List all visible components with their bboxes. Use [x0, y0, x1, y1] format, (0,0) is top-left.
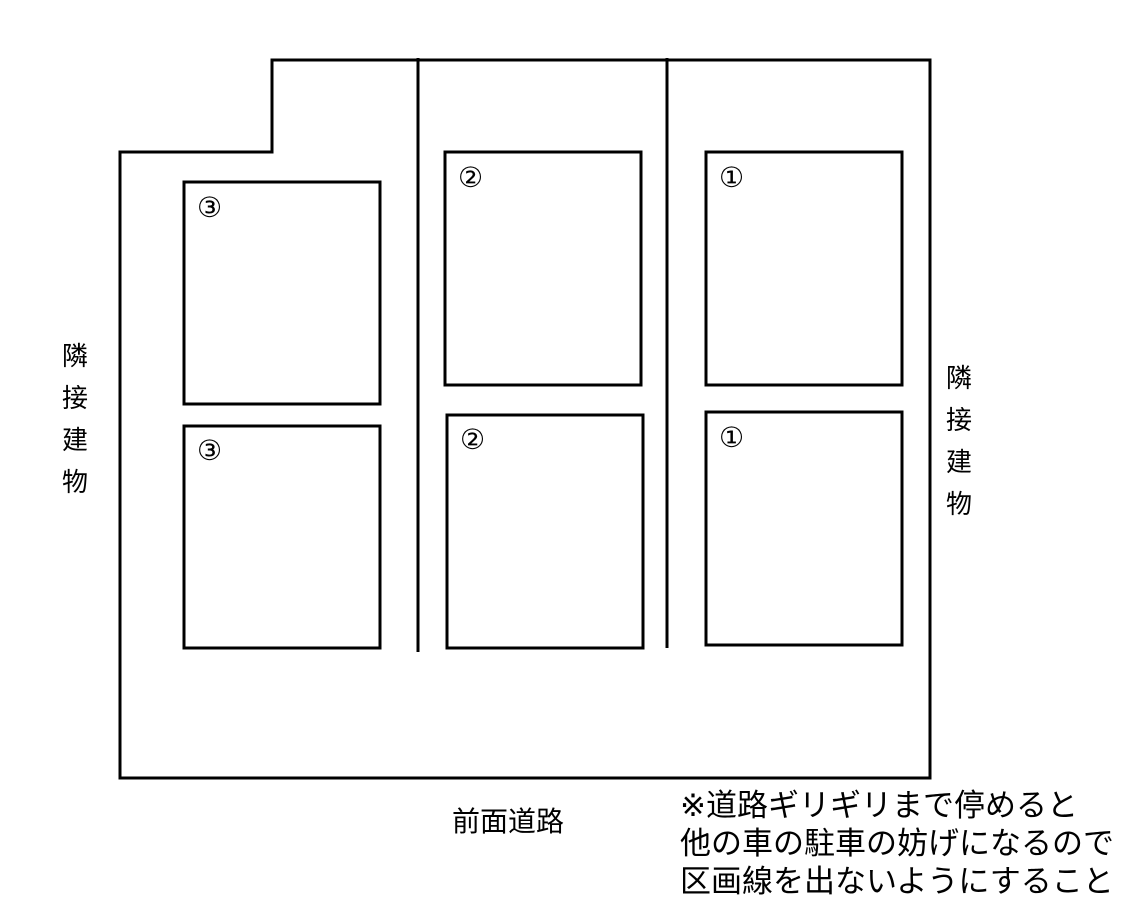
parking-space-3-bottom: [182, 424, 382, 650]
right-neighbor-building-label: 隣 接 建 物: [944, 358, 974, 526]
note-line: 区画線を出ないようにすること: [680, 864, 1114, 900]
parking-space-2-top: [443, 150, 643, 387]
label-char: 建: [61, 426, 88, 456]
space-label: ②: [460, 423, 486, 456]
space-label: ③: [197, 191, 223, 224]
label-char: 物: [61, 468, 88, 498]
label-char: 隣: [945, 364, 972, 394]
space-label: ②: [458, 161, 484, 194]
label-char: 物: [945, 490, 972, 520]
front-road-label: 前面道路: [452, 805, 565, 838]
left-neighbor-building-label: 隣 接 建 物: [60, 336, 90, 504]
parking-note: ※道路ギリギリまで停めると 他の車の駐車の妨げになるので 区画線を出ないようにす…: [680, 787, 1114, 901]
space-label: ③: [197, 434, 223, 467]
parking-space-1-bottom: [704, 410, 904, 647]
note-line: 他の車の駐車の妨げになるので: [680, 826, 1114, 862]
note-line: ※道路ギリギリまで停めると: [680, 788, 1078, 824]
label-char: 建: [945, 448, 972, 478]
parking-space-2-bottom: [445, 413, 645, 650]
label-char: 接: [61, 384, 88, 414]
space-label: ①: [719, 421, 745, 454]
space-label: ①: [719, 161, 745, 194]
parking-space-3-top: [182, 180, 382, 406]
lot-boundary: [118, 58, 932, 780]
label-char: 接: [945, 406, 972, 436]
label-char: 隣: [61, 342, 88, 372]
parking-space-1-top: [704, 150, 904, 387]
